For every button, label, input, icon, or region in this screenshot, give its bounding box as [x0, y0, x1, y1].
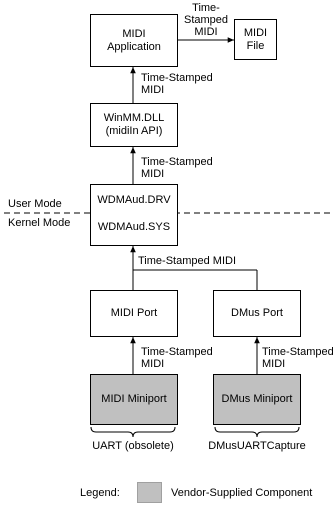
dmus-miniport-box: DMus Miniport [213, 374, 301, 425]
edge-label-drv-to-winmm: Time-Stamped MIDI [141, 156, 213, 180]
brace-right [214, 426, 300, 438]
edge-label-winmm-to-app: Time-Stamped MIDI [141, 72, 213, 96]
midi-miniport-label: MIDI Miniport [101, 393, 167, 405]
midi-miniport-box: MIDI Miniport [90, 374, 178, 425]
legend-text: Vendor-Supplied Component [171, 487, 313, 499]
wdmaud-drv-label: WDMAud.DRV [97, 194, 171, 206]
midi-file-box: MIDI File [234, 19, 277, 60]
edge-label-app-to-file: Time- Stamped MIDI [178, 2, 234, 38]
uart-caption: UART (obsolete) [92, 440, 174, 452]
kernel-mode-label: Kernel Mode [8, 217, 71, 229]
edge-label-drv-to-winmm-line1: Time-Stamped [141, 156, 213, 168]
midi-application-label-line1: MIDI [122, 27, 146, 40]
midi-file-label-line1: MIDI [243, 26, 268, 39]
midi-port-label: MIDI Port [110, 307, 158, 319]
edge-label-winmm-to-app-line2: MIDI [141, 84, 165, 96]
dmus-port-box: DMus Port [213, 290, 301, 337]
wdmaud-sys-label: WDMAud.SYS [97, 221, 171, 233]
legend-title: Legend: [80, 487, 120, 499]
midi-application-label-line2: Application [107, 40, 161, 53]
brace-left [90, 426, 176, 438]
dmus-port-label: DMus Port [231, 307, 283, 319]
edge-label-app-to-file-line1: Time- [192, 2, 220, 14]
edge-label-dmusminiport-line2: MIDI [262, 358, 286, 370]
dmus-miniport-label: DMus Miniport [221, 393, 293, 405]
midi-application-box: MIDI Application [90, 14, 178, 67]
midi-file-label-line2: File [246, 39, 265, 52]
winmm-dll-box: WinMM.DLL (midiIn API) [90, 103, 178, 147]
edge-label-drv-to-winmm-line2: MIDI [141, 168, 165, 180]
edge-label-app-to-file-line2: Stamped [183, 14, 229, 26]
edge-label-midiminiport-line1: Time-Stamped [141, 346, 213, 358]
edge-label-midiminiport-to-port: Time-Stamped MIDI [141, 346, 213, 370]
edge-label-midiminiport-line2: MIDI [141, 358, 165, 370]
edge-label-winmm-to-app-line1: Time-Stamped [141, 72, 213, 84]
midi-port-box: MIDI Port [90, 290, 178, 337]
winmm-label-line1: WinMM.DLL [103, 112, 165, 124]
edge-label-ports-to-sys: Time-Stamped MIDI [138, 255, 237, 267]
legend-swatch [137, 482, 162, 503]
edge-label-dmusminiport-line1: Time-Stamped [262, 346, 334, 358]
winmm-label-line2: (midiIn API) [105, 125, 163, 137]
wdmaud-box: WDMAud.DRV WDMAud.SYS [90, 184, 178, 246]
edge-label-dmusminiport-to-port: Time-Stamped MIDI [262, 346, 334, 370]
dmusuartcapture-caption: DMusUARTCapture [208, 440, 306, 452]
user-mode-label: User Mode [8, 198, 62, 210]
edge-label-app-to-file-line3: MIDI [194, 26, 218, 38]
